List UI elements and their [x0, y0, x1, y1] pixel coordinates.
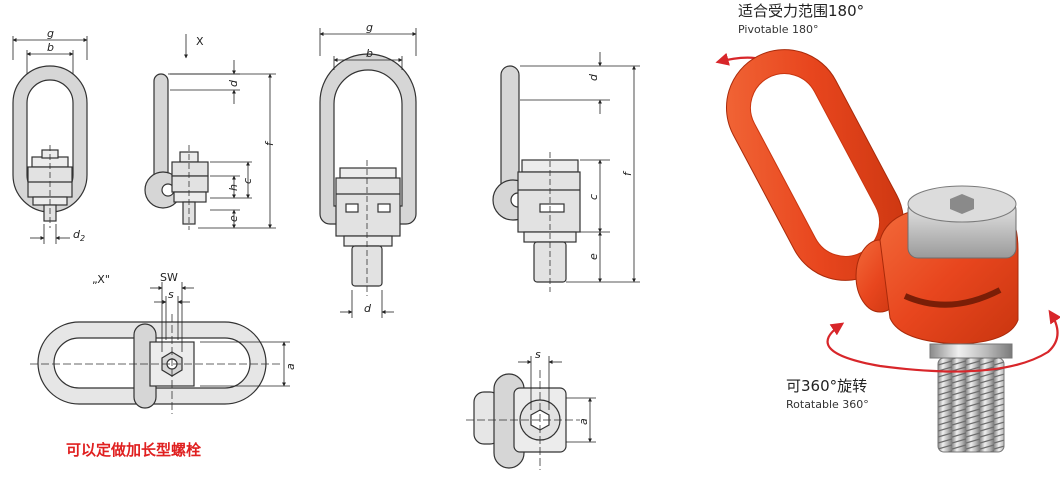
dim-label-f: f: [263, 140, 276, 146]
side-view-1: [144, 73, 209, 230]
rotate-caption-cn: 可360°旋转: [786, 377, 867, 395]
dim-label-c-2: c: [587, 194, 600, 200]
view-label-x: „X": [92, 273, 110, 286]
pivot-caption-cn: 适合受力范围180°: [738, 2, 864, 20]
dim-label-d: d: [227, 79, 240, 87]
long-bolt-note: 可以定做加长型螺栓: [66, 441, 201, 459]
dim-label-f-2: f: [621, 170, 634, 176]
side-view-2-dimensions: [520, 52, 640, 283]
rotate-arrow-icon: [826, 309, 1060, 373]
top-view-x-dimensions: [150, 282, 290, 387]
dim-label-a-2: a: [577, 418, 590, 425]
front-view-2: [319, 53, 417, 296]
side-view-2: [492, 65, 581, 292]
pivot-caption-en: Pivotable 180°: [738, 23, 819, 36]
dim-label-d-3: d: [587, 73, 600, 81]
dim-label-a: a: [284, 363, 297, 370]
dim-label-e-2: e: [587, 253, 600, 260]
rotate-caption-en: Rotatable 360°: [786, 398, 869, 411]
dim-label-e: e: [227, 215, 240, 222]
dim-label-b: b: [47, 41, 54, 54]
dim-label-b-2: b: [366, 47, 373, 60]
dim-label-s: s: [168, 288, 174, 301]
dim-label-g: g: [47, 27, 54, 40]
dim-label-sw: SW: [160, 271, 178, 284]
dim-label-d-2: d: [364, 302, 372, 315]
top-view-2: [466, 370, 580, 470]
top-view-2-dimensions: [518, 356, 596, 443]
front-view-1-dimensions: [12, 36, 88, 244]
dim-label-g-2: g: [366, 21, 373, 34]
front-view-2-dimensions: [319, 28, 417, 318]
dim-label-s-2: s: [535, 348, 541, 361]
side-view-1-dimensions: [168, 34, 276, 229]
dim-label-c: c: [241, 178, 254, 184]
dim-label-d2: d2: [73, 228, 85, 243]
dim-label-h: h: [227, 184, 240, 191]
product-render: [715, 49, 1060, 453]
dim-label-x: X: [196, 35, 204, 48]
top-view-x: [30, 314, 280, 414]
front-view-1: [12, 65, 88, 228]
